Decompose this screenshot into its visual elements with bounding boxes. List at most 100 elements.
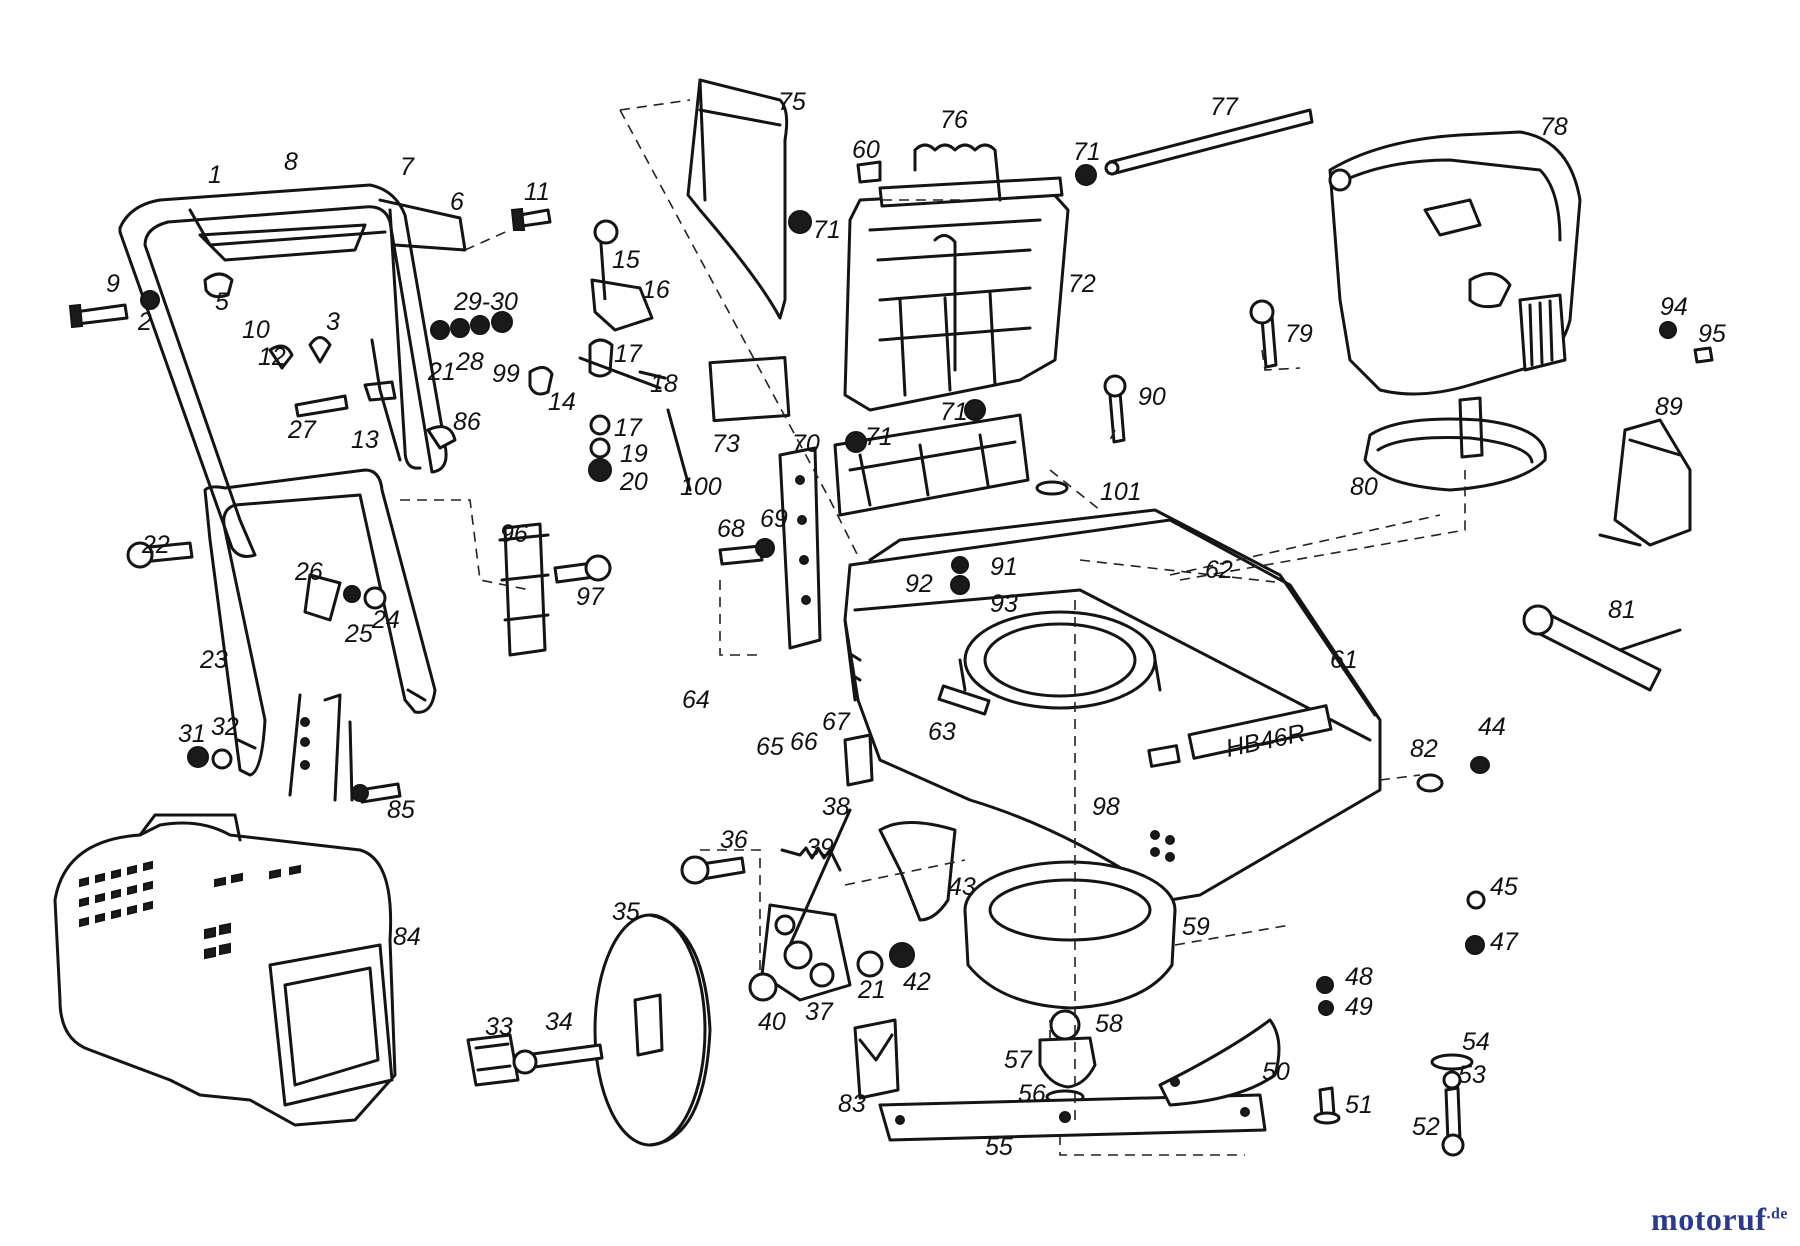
part-label: 36	[720, 826, 748, 854]
part-label: 7	[400, 153, 415, 181]
part-label: 37	[805, 998, 834, 1026]
blade-55	[878, 1093, 1267, 1142]
part-label: 47	[1490, 928, 1519, 956]
rear-deflector-75	[686, 78, 789, 320]
control-bracket	[528, 219, 692, 492]
part-label: 33	[485, 1013, 513, 1041]
part-label: 21	[427, 358, 456, 386]
part-label: 76	[940, 106, 968, 134]
part-label: 28	[455, 348, 484, 376]
part-label: 22	[141, 531, 170, 559]
part-label: 18	[650, 370, 678, 398]
nuts-71	[788, 160, 1097, 453]
engine-mount-ring-80	[1363, 417, 1547, 492]
part-label: 56	[1018, 1080, 1046, 1108]
part-label: 96	[500, 520, 528, 548]
part-label: 68	[717, 515, 745, 543]
watermark-tld: .de	[1766, 1205, 1788, 1223]
part-label: 62	[1205, 556, 1233, 584]
clip-83	[853, 1018, 900, 1100]
part-label: 11	[524, 178, 550, 206]
rear-flap-72	[843, 176, 1070, 412]
part-label: 2	[137, 308, 152, 336]
part-label: 23	[199, 646, 228, 674]
part-label: 55	[985, 1133, 1013, 1161]
part-label: 71	[865, 423, 893, 451]
part-label: 21	[857, 976, 886, 1004]
part-label: 39	[806, 834, 834, 862]
part-label: 79	[1285, 320, 1313, 348]
part-label: 54	[1462, 1028, 1490, 1056]
watermark-name: motoruf	[1651, 1201, 1767, 1237]
part-label: 71	[940, 398, 968, 426]
grass-catcher-84	[53, 813, 397, 1127]
part-label: 78	[1540, 113, 1568, 141]
part-label: 19	[620, 440, 648, 468]
part-label: 58	[1095, 1010, 1123, 1038]
part-label: 99	[492, 360, 520, 388]
part-label: 12	[258, 343, 286, 371]
bracket-43	[878, 821, 957, 922]
blade-fasteners-51-54	[1313, 756, 1490, 1157]
part-label: 1	[208, 161, 222, 189]
part-label: 83	[838, 1090, 866, 1118]
part-label: 13	[351, 426, 379, 454]
part-label: 70	[792, 430, 820, 458]
part-label: 57	[1004, 1046, 1033, 1074]
part-label: 35	[612, 898, 640, 926]
part-label: 84	[393, 923, 421, 951]
upper-handle	[118, 183, 467, 558]
engine-78	[1328, 130, 1582, 459]
part-label: 50	[1262, 1058, 1290, 1086]
wheel-washers-40-42	[680, 855, 915, 1002]
fan-ring-59	[963, 860, 1177, 1010]
part-label: 9	[106, 270, 120, 298]
part-label: 29-30	[453, 288, 518, 316]
bag-vent-pattern	[79, 860, 301, 960]
part-label: 16	[642, 276, 670, 304]
hinge-bracket-70	[718, 413, 1030, 650]
deck-hardware	[950, 374, 1127, 595]
part-label: 67	[822, 708, 851, 736]
part-label: 27	[287, 416, 317, 444]
part-label: 89	[1655, 393, 1683, 421]
part-label: 90	[1138, 383, 1166, 411]
part-label: 95	[1698, 320, 1726, 348]
part-label: 91	[990, 553, 1018, 581]
part-label: 73	[712, 430, 740, 458]
part-label: 34	[545, 1008, 573, 1036]
part-label: 98	[1092, 793, 1120, 821]
part-label: 31	[178, 720, 206, 748]
part-label: 38	[822, 793, 850, 821]
handle-hardware	[68, 207, 552, 804]
part-label: 59	[1182, 913, 1210, 941]
part-label: 26	[294, 558, 323, 586]
mower-deck-61	[843, 508, 1382, 902]
part-label: 40	[758, 1008, 786, 1036]
part-label: 100	[680, 473, 722, 501]
part-number-labels: 1 2 3 5 6 7 8 9 10 11 12 13 14 15 16 17 …	[106, 88, 1726, 1161]
part-label: 93	[990, 590, 1018, 618]
part-label: 92	[905, 570, 933, 598]
blade-adapter-57-58	[1038, 1009, 1097, 1105]
part-label: 14	[548, 388, 576, 416]
height-adjuster-37	[760, 733, 874, 1002]
spark-plug-wrench-81	[1522, 604, 1682, 692]
part-label: 3	[326, 308, 340, 336]
spring-76	[913, 143, 1002, 202]
throttle-control-89	[1598, 418, 1692, 547]
part-label: 24	[371, 606, 400, 634]
part-label: 66	[790, 728, 818, 756]
part-label: 44	[1478, 713, 1506, 741]
engine-fasteners	[1249, 299, 1714, 369]
part-label: 17	[614, 414, 643, 442]
part-label: 81	[1608, 596, 1636, 624]
part-label: 101	[1100, 478, 1142, 506]
wheel-35	[593, 913, 712, 1147]
part-label: 52	[1412, 1113, 1440, 1141]
part-label: 5	[215, 288, 229, 316]
part-label: 97	[576, 583, 605, 611]
motoruf-watermark: motoruf.de	[1651, 1201, 1788, 1238]
